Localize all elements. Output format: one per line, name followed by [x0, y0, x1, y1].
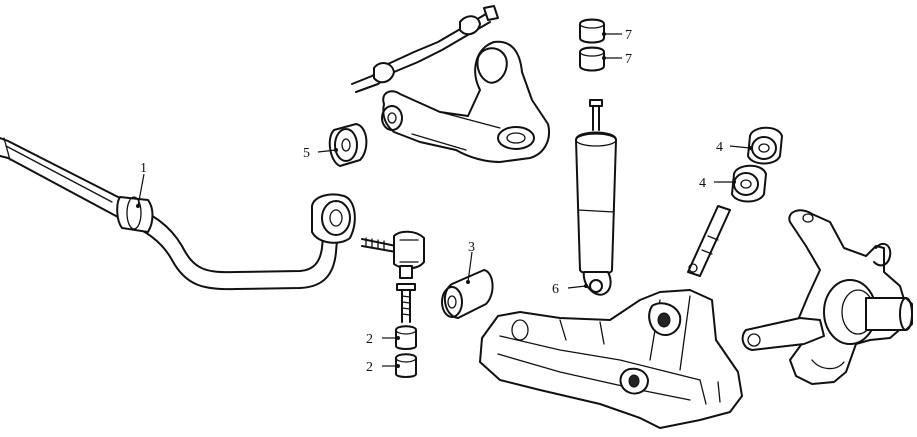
- lower-arm-bushing: [441, 269, 494, 319]
- callout-7a: 7: [625, 28, 632, 43]
- callout-1: 1: [140, 161, 147, 176]
- callout-7b: 7: [625, 52, 632, 67]
- stabilizer-bar-bushing: [116, 196, 154, 233]
- callout-4a: 4: [716, 140, 723, 155]
- link-bushing-upper: [395, 325, 417, 350]
- callout-5: 5: [303, 146, 310, 161]
- stabilizer-link-end-bushing: [311, 193, 356, 244]
- strut-bushing-upper: [747, 126, 783, 165]
- tie-rod: [687, 205, 731, 277]
- lower-control-arm: [479, 289, 743, 429]
- shock-absorber: [575, 99, 617, 296]
- steering-knuckle: [741, 209, 913, 385]
- shock-mount-bushing-lower: [579, 46, 605, 72]
- callout-6: 6: [552, 282, 559, 297]
- stabilizer-link: [361, 230, 425, 323]
- upper-control-arm: [381, 40, 550, 163]
- leader-lines: [136, 32, 752, 368]
- upper-arm-bushing: [328, 123, 368, 167]
- strut-bushing-lower: [731, 164, 767, 203]
- stabilizer-bar: [0, 137, 339, 291]
- upper-arm-shaft: [351, 5, 499, 93]
- callout-4b: 4: [699, 176, 706, 191]
- callout-labels: 1 2 2 3 4 4 5 6 7 7: [140, 28, 723, 375]
- callout-3: 3: [468, 240, 475, 255]
- link-bushing-lower: [395, 353, 417, 378]
- callout-2b: 2: [366, 360, 373, 375]
- shock-mount-bushing-upper: [579, 18, 605, 44]
- callout-2a: 2: [366, 332, 373, 347]
